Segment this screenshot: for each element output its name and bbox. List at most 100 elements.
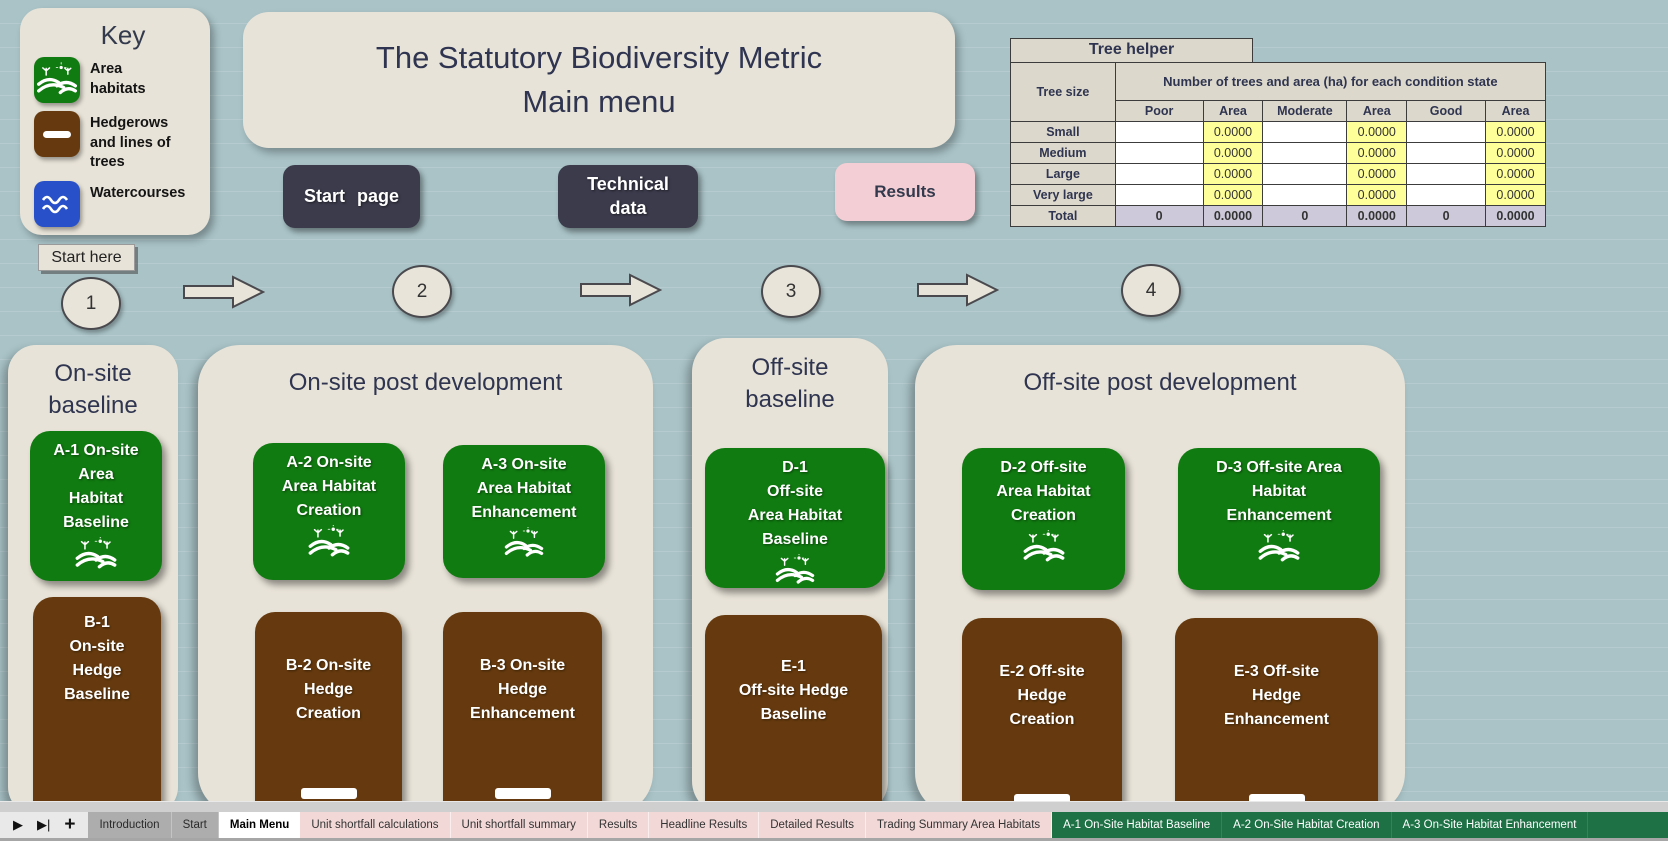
d1-offsite-area-habitat-baseline-button[interactable]: D-1 Off-site Area Habitat Baseline	[705, 448, 885, 588]
cell-medium-good[interactable]	[1406, 142, 1487, 164]
cell-total-good-area: 0.0000	[1485, 205, 1546, 227]
watercourses-icon	[34, 180, 80, 227]
cell-small-poor-area: 0.0000	[1202, 121, 1264, 143]
sheet-tab-introduction[interactable]: Introduction	[88, 812, 172, 838]
table-row: Very large 0.0000 0.0000 0.0000	[1010, 184, 1546, 206]
row-label-large: Large	[1010, 163, 1116, 185]
sheet-tab-unit-shortfall-calculations[interactable]: Unit shortfall calculations	[300, 812, 451, 838]
col-header-poor: Poor	[1114, 100, 1204, 122]
panel-title-onsite-baseline: On-site baseline	[48, 360, 138, 420]
sheet-tab-results[interactable]: Results	[587, 812, 650, 838]
horizontal-scrollbar[interactable]	[0, 801, 1668, 812]
cell-small-moderate[interactable]	[1262, 121, 1348, 143]
col-header-moderate: Moderate	[1262, 100, 1348, 122]
sheet-tab-trading-summary-area-habitats[interactable]: Trading Summary Area Habitats	[865, 812, 1053, 838]
cell-very-large-moderate[interactable]	[1262, 184, 1348, 206]
start-here-label: Start here	[38, 244, 135, 271]
a3-onsite-area-habitat-enhancement-button[interactable]: A-3 On-site Area Habitat Enhancement	[443, 445, 605, 578]
cell-medium-poor[interactable]	[1114, 142, 1204, 164]
panel-title-offsite-baseline: Off-site baseline	[745, 354, 835, 414]
b2-onsite-hedge-creation-button[interactable]: B-2 On-site Hedge Creation	[255, 612, 402, 832]
panel-onsite-post-development: On-site post development A-2 On-site Are…	[198, 345, 653, 832]
cell-small-moderate-area: 0.0000	[1346, 121, 1408, 143]
sheet-tab-a3-onsite-habitat-enhancement[interactable]: A-3 On-Site Habitat Enhancement	[1391, 812, 1589, 838]
area-habitats-icon	[443, 524, 605, 567]
cell-total-moderate-area: 0.0000	[1346, 205, 1408, 227]
tree-size-header: Tree size	[1010, 62, 1116, 122]
sheet-tab-headline-results[interactable]: Headline Results	[649, 812, 760, 838]
a1-onsite-area-habitat-baseline-button[interactable]: A-1 On-site Area Habitat Baseline	[30, 431, 162, 581]
key-label-watercourses: Watercourses	[90, 184, 186, 201]
results-button[interactable]: Results	[835, 163, 975, 221]
table-row: Medium 0.0000 0.0000 0.0000	[1010, 142, 1546, 164]
panel-title-offsite-post-development: Off-site post development	[1023, 369, 1297, 396]
d3-offsite-area-habitat-enhancement-button[interactable]: D-3 Off-site Area Habitat Enhancement	[1178, 448, 1380, 590]
cell-large-poor-area: 0.0000	[1202, 163, 1264, 185]
cell-very-large-poor[interactable]	[1114, 184, 1204, 206]
key-legend: Key Area habitats Hedgerows and lines of…	[20, 8, 210, 235]
start-page-button[interactable]: Start page	[283, 165, 420, 228]
sheet-tab-main-menu[interactable]: Main Menu	[218, 812, 301, 838]
cell-very-large-poor-area: 0.0000	[1202, 184, 1264, 206]
technical-data-button[interactable]: Technical data	[558, 165, 698, 228]
area-habitats-icon	[34, 57, 80, 103]
hedgerows-icon	[34, 111, 80, 157]
sheet-tab-unit-shortfall-summary[interactable]: Unit shortfall summary	[450, 812, 588, 838]
cell-small-good[interactable]	[1406, 121, 1487, 143]
row-label-medium: Medium	[1010, 142, 1116, 164]
hedgerows-icon	[1014, 794, 1070, 805]
panel-title-onsite-post-development: On-site post development	[288, 369, 563, 396]
panel-offsite-post-development: Off-site post development D-2 Off-site A…	[915, 345, 1405, 838]
col-header-area3: Area	[1485, 100, 1546, 122]
sheet-tab-start[interactable]: Start	[171, 812, 219, 838]
tree-helper-title: Tree helper	[1010, 38, 1253, 62]
next-sheet-icon[interactable]: ▶	[13, 817, 23, 832]
cell-large-good-area: 0.0000	[1485, 163, 1546, 185]
area-habitats-icon	[962, 527, 1125, 572]
cell-total-poor: 0	[1114, 205, 1204, 227]
flow-arrow-icon	[917, 274, 998, 306]
a2-onsite-area-habitat-creation-button[interactable]: A-2 On-site Area Habitat Creation	[253, 443, 405, 580]
step-circle-3: 3	[761, 265, 821, 318]
table-row-total: Total 0 0.0000 0 0.0000 0 0.0000	[1010, 205, 1546, 227]
key-item-watercourses: Watercourses	[34, 180, 202, 227]
table-row: Large 0.0000 0.0000 0.0000	[1010, 163, 1546, 185]
step-circle-1: 1	[61, 277, 121, 330]
cell-medium-poor-area: 0.0000	[1202, 142, 1264, 164]
sheet-tab-a1-onsite-habitat-baseline[interactable]: A-1 On-Site Habitat Baseline	[1052, 812, 1223, 838]
condition-state-header: Number of trees and area (ha) for each c…	[1114, 62, 1547, 101]
cell-large-moderate-area: 0.0000	[1346, 163, 1408, 185]
cell-large-poor[interactable]	[1114, 163, 1204, 185]
page-title-line2: Main menu	[522, 84, 676, 119]
cell-large-moderate[interactable]	[1262, 163, 1348, 185]
tree-helper: Tree helper Tree size Number of trees an…	[1010, 38, 1547, 227]
key-title: Key	[100, 20, 146, 50]
cell-small-poor[interactable]	[1114, 121, 1204, 143]
step-circle-2: 2	[392, 265, 452, 318]
flow-arrow-icon	[580, 274, 661, 306]
tab-bar-filler	[1588, 812, 1668, 838]
add-sheet-icon[interactable]: +	[64, 814, 76, 835]
cell-very-large-good-area: 0.0000	[1485, 184, 1546, 206]
sheet-tab-bar: ▶ ▶| + Introduction Start Main Menu Unit…	[0, 812, 1668, 841]
key-label-area-habitats: Area habitats	[90, 61, 146, 97]
col-header-good: Good	[1406, 100, 1487, 122]
cell-total-good: 0	[1406, 205, 1487, 227]
row-label-total: Total	[1010, 205, 1116, 227]
table-row: Small 0.0000 0.0000 0.0000	[1010, 121, 1546, 143]
col-header-area2: Area	[1346, 100, 1408, 122]
sheet-tab-detailed-results[interactable]: Detailed Results	[759, 812, 866, 838]
cell-large-good[interactable]	[1406, 163, 1487, 185]
area-habitats-icon	[30, 534, 162, 579]
d2-offsite-area-habitat-creation-button[interactable]: D-2 Off-site Area Habitat Creation	[962, 448, 1125, 590]
tab-navigation: ▶ ▶| +	[0, 812, 89, 838]
area-habitats-icon	[253, 522, 405, 567]
panel-onsite-baseline: On-site baseline A-1 On-site Area Habita…	[8, 345, 178, 837]
key-label-hedgerows: Hedgerows and lines of trees	[90, 115, 171, 171]
sheet-tab-a2-onsite-habitat-creation[interactable]: A-2 On-Site Habitat Creation	[1222, 812, 1392, 838]
cell-very-large-good[interactable]	[1406, 184, 1487, 206]
last-sheet-icon[interactable]: ▶|	[37, 817, 51, 832]
cell-medium-moderate[interactable]	[1262, 142, 1348, 164]
b3-onsite-hedge-enhancement-button[interactable]: B-3 On-site Hedge Enhancement	[443, 612, 602, 832]
